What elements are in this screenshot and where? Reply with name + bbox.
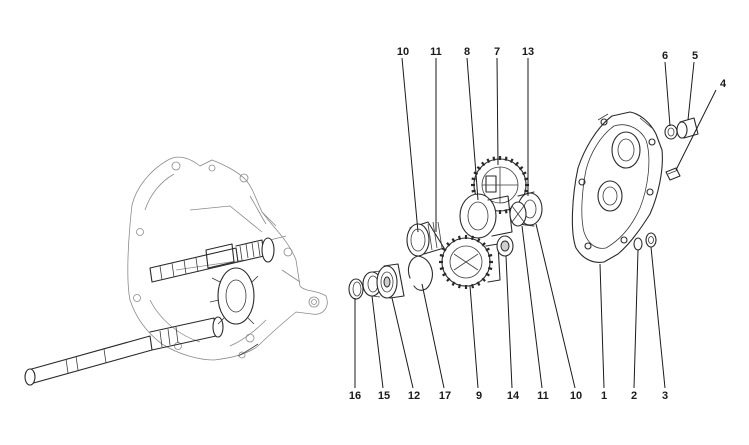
- input-shaft: [24, 316, 224, 386]
- washer-2: [633, 237, 643, 251]
- nut-3: [645, 232, 657, 248]
- callout-10-bottom: 10: [570, 390, 582, 402]
- callout-2: 2: [631, 390, 637, 402]
- callout-11-top: 11: [430, 46, 442, 58]
- callout-4: 4: [720, 78, 727, 90]
- upper-shaft: [149, 237, 275, 283]
- gear-9: [439, 235, 501, 289]
- callout-10-top: 10: [397, 46, 409, 58]
- callout-8: 8: [464, 46, 470, 58]
- bearing-12: [376, 263, 405, 299]
- callout-3: 3: [662, 390, 668, 402]
- callout-14: 14: [507, 390, 520, 402]
- gearbox-cover-1: [571, 111, 663, 263]
- snap-ring-17: [407, 255, 433, 291]
- leader-lines: [354, 57, 717, 389]
- housing-internal-gear: [209, 267, 259, 325]
- callout-12: 12: [408, 390, 420, 402]
- washer-14: [496, 235, 514, 257]
- callout-17: 17: [439, 390, 451, 402]
- callout-11-bottom: 11: [537, 390, 549, 402]
- retaining-ring-16: [348, 278, 364, 300]
- callout-16: 16: [349, 390, 361, 402]
- callout-5: 5: [692, 50, 698, 62]
- gearbox-housing-assembly: [24, 156, 328, 386]
- callout-labels-bottom: 16 15 12 17 9 14 11 10 1 2 3: [349, 390, 668, 402]
- roller-bearing-10: [406, 221, 445, 257]
- callout-15: 15: [378, 390, 390, 402]
- roller-bearing-11-lower: [509, 201, 527, 227]
- callout-13: 13: [522, 46, 534, 58]
- callout-6: 6: [662, 50, 668, 62]
- cap-5: [676, 117, 699, 139]
- plug-6: [664, 124, 678, 140]
- callout-labels-top: 10 11 8 7 13 6 5 4: [397, 46, 727, 90]
- screw-4: [665, 167, 681, 181]
- callout-1: 1: [601, 390, 607, 402]
- callout-7: 7: [494, 46, 500, 58]
- callout-9: 9: [476, 390, 482, 402]
